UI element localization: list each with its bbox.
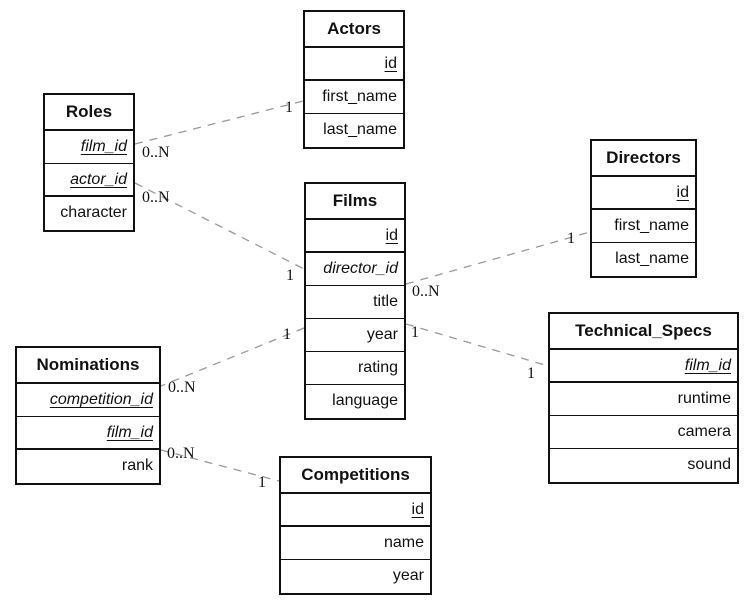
field-label: name: [383, 534, 424, 551]
field-row-first-name: first_name: [305, 81, 403, 114]
field-row-rating: rating: [306, 352, 404, 385]
field-label: film_id: [106, 424, 153, 441]
field-row-film-id: film_id: [17, 417, 159, 450]
field-row-name: name: [281, 527, 430, 560]
field-label: camera: [677, 423, 731, 440]
field-label: director_id: [323, 260, 398, 277]
field-label: year: [366, 326, 398, 343]
field-row-camera: camera: [550, 416, 737, 449]
field-row-last-name: last_name: [592, 243, 695, 276]
table-title: Films: [306, 184, 404, 220]
field-row-language: language: [306, 385, 404, 418]
table-nominations: Nominations competition_id film_id rank: [15, 346, 161, 485]
cardinality-label: 1: [567, 230, 575, 247]
cardinality-label: 0..N: [167, 445, 195, 462]
field-row-last-name: last_name: [305, 114, 403, 147]
field-label: character: [60, 204, 127, 221]
field-row-id: id: [592, 177, 695, 210]
field-row-year: year: [306, 319, 404, 352]
field-label: first_name: [614, 217, 689, 234]
field-row-first-name: first_name: [592, 210, 695, 243]
field-label: last_name: [323, 121, 397, 138]
table-title: Competitions: [281, 458, 430, 494]
table-actors: Actors id first_name last_name: [303, 10, 405, 149]
field-label: rank: [121, 457, 153, 474]
field-label: runtime: [677, 390, 731, 407]
field-row-film-id: film_id: [45, 131, 133, 164]
field-label: actor_id: [70, 171, 127, 188]
field-row-rank: rank: [17, 450, 159, 483]
field-row-director-id: director_id: [306, 253, 404, 286]
cardinality-label: 0..N: [412, 283, 440, 300]
cardinality-label: 1: [286, 267, 294, 284]
field-label: sound: [687, 456, 731, 473]
field-row-id: id: [305, 48, 403, 81]
field-label: year: [392, 567, 424, 584]
field-label: last_name: [615, 250, 689, 267]
field-row-sound: sound: [550, 449, 737, 482]
cardinality-label: 1: [527, 365, 535, 382]
table-title: Roles: [45, 95, 133, 131]
relation-line-films-directors: [405, 231, 591, 285]
field-label: first_name: [322, 88, 397, 105]
field-row-id: id: [281, 494, 430, 527]
cardinality-label: 1: [285, 99, 293, 116]
table-competitions: Competitions id name year: [279, 456, 432, 595]
field-row-runtime: runtime: [550, 383, 737, 416]
field-label: rating: [357, 359, 398, 376]
cardinality-label: 1: [411, 324, 419, 341]
table-title: Technical_Specs: [550, 314, 737, 350]
field-label: film_id: [80, 138, 127, 155]
field-label: film_id: [684, 357, 731, 374]
relation-line-films-technical-specs: [405, 323, 549, 367]
relation-line-roles-actors: [134, 100, 304, 145]
table-roles: Roles film_id actor_id character: [43, 93, 135, 232]
table-title: Directors: [592, 141, 695, 177]
field-row-year: year: [281, 560, 430, 593]
field-row-id: id: [306, 220, 404, 253]
field-row-film-id: film_id: [550, 350, 737, 383]
relation-line-roles-films: [134, 182, 305, 270]
field-label: id: [385, 227, 398, 244]
table-technical-specs: Technical_Specs film_id runtime camera s…: [548, 312, 739, 484]
field-row-competition-id: competition_id: [17, 384, 159, 417]
relation-line-nominations-competitions: [160, 449, 280, 482]
field-label: competition_id: [49, 391, 153, 408]
field-label: language: [332, 392, 398, 409]
cardinality-label: 1: [258, 474, 266, 491]
table-films: Films id director_id title year rating l…: [304, 182, 406, 420]
relation-line-films-nominations: [160, 327, 305, 387]
field-label: title: [373, 293, 398, 310]
table-directors: Directors id first_name last_name: [590, 139, 697, 278]
cardinality-label: 0..N: [142, 144, 170, 161]
table-title: Actors: [305, 12, 403, 48]
cardinality-label: 0..N: [142, 189, 170, 206]
field-label: id: [676, 184, 689, 201]
table-title: Nominations: [17, 348, 159, 384]
field-label: id: [411, 501, 424, 518]
field-row-actor-id: actor_id: [45, 164, 133, 197]
field-label: id: [384, 55, 397, 72]
field-row-character: character: [45, 197, 133, 230]
cardinality-label: 0..N: [168, 379, 196, 396]
field-row-title: title: [306, 286, 404, 319]
cardinality-label: 1: [283, 326, 291, 343]
